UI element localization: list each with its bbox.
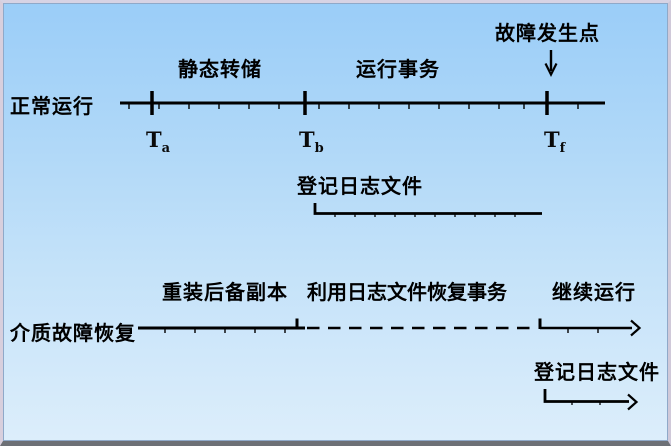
running-transactions-label: 运行事务 [356,57,440,81]
normal-run-label: 正常运行 [10,94,94,118]
failure-point-label: 故障发生点 [495,21,600,45]
log-bracket-recovery [543,389,639,411]
time-label-ta-sub: a [161,141,171,157]
log-file-label-recovery: 登记日志文件 [534,360,660,384]
timeline-minor-ticks [128,104,579,109]
time-label-tf-base: T [544,127,560,152]
bracket-arrowhead-icon [627,393,639,411]
continue-run-label: 继续运行 [552,280,636,304]
log-bracket-normal-ticks [334,214,516,217]
timeline-major-ticks [150,91,549,115]
continue-segment-ticks [567,329,599,333]
log-bracket-recovery-ticks [571,402,601,405]
time-label-ta: Ta [146,127,170,155]
reload-segment-ticks [164,329,286,333]
failure-point-arrow-icon [544,50,558,77]
normal-run-timeline [120,91,605,115]
reload-backup-label: 重装后备副本 [162,280,288,304]
time-label-ta-base: T [146,127,162,152]
time-label-tb-sub: b [314,141,324,157]
redo-with-log-label: 利用日志文件恢复事务 [307,280,507,304]
log-bracket-normal [313,203,542,217]
media-recovery-timeline [138,318,642,337]
time-label-tf: Tf [544,127,565,155]
time-label-tf-sub: f [559,141,566,157]
static-dump-label: 静态转储 [178,57,262,81]
time-label-tb-base: T [299,127,315,152]
time-label-tb: Tb [299,127,324,155]
media-recovery-label: 介质故障恢复 [10,321,136,345]
log-file-label-normal: 登记日志文件 [297,174,423,198]
timeline-arrowhead-icon [630,319,642,337]
